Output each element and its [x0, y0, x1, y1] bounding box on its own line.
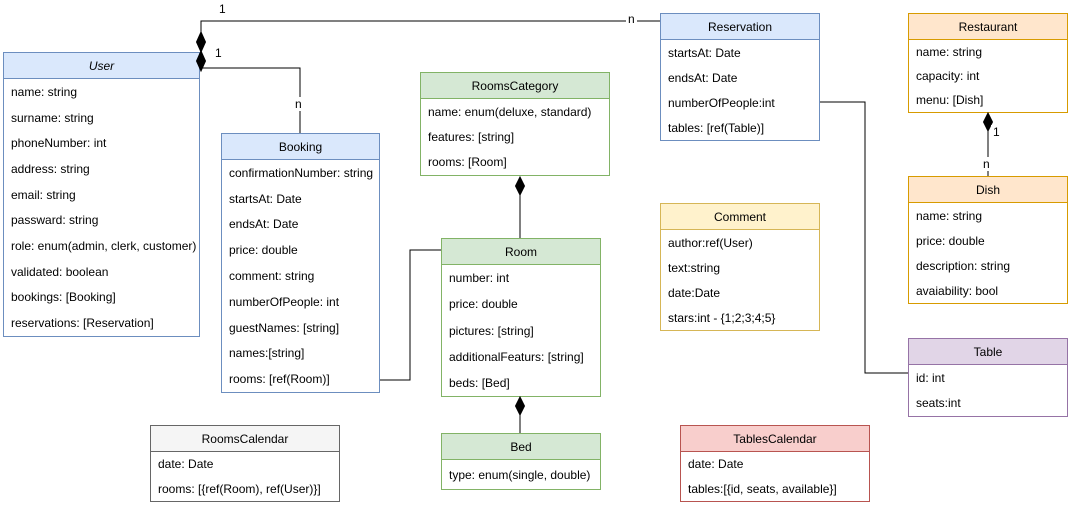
class-booking-attr[interactable]: numberOfPeople: int: [229, 294, 340, 309]
class-user-attr[interactable]: passward: string: [11, 213, 99, 228]
class-rooms-category-title[interactable]: RoomsCategory: [421, 73, 609, 99]
class-table-attr[interactable]: seats:int: [916, 396, 961, 411]
class-comment-attr[interactable]: text:string: [668, 260, 721, 275]
composition-diamond-icon: [514, 395, 526, 417]
class-reservation[interactable]: Reservation startsAt: Date endsAt: Date …: [660, 13, 820, 141]
class-bed-title[interactable]: Bed: [442, 434, 600, 460]
class-booking-attr[interactable]: startsAt: Date: [229, 191, 302, 206]
class-user[interactable]: User name: string surname: string phoneN…: [3, 52, 200, 337]
class-tables-calendar-attr[interactable]: tables:[{id, seats, available}]: [688, 481, 837, 496]
class-tables-calendar[interactable]: TablesCalendar date: Date tables:[{id, s…: [680, 425, 870, 502]
class-restaurant-title[interactable]: Restaurant: [909, 14, 1067, 40]
class-table[interactable]: Table id: int seats:int: [908, 338, 1068, 417]
class-reservation-attr[interactable]: endsAt: Date: [668, 70, 738, 85]
composition-diamond-icon: [514, 175, 526, 197]
class-user-attr[interactable]: surname: string: [11, 110, 94, 125]
class-dish-attr[interactable]: price: double: [916, 233, 985, 248]
class-restaurant-attr[interactable]: name: string: [916, 45, 983, 59]
edge-reservation-table[interactable]: [820, 101, 908, 374]
class-dish-title[interactable]: Dish: [909, 177, 1067, 203]
edge-label-user-booking-source[interactable]: 1: [213, 46, 224, 60]
class-user-attr[interactable]: role: enum(admin, clerk, customer): [11, 239, 197, 254]
edge-label-user-reservation-target[interactable]: n: [626, 12, 637, 26]
class-user-attr[interactable]: validated: boolean: [11, 264, 109, 279]
class-booking-attr[interactable]: endsAt: Date: [229, 217, 299, 232]
class-user-attr[interactable]: address: string: [11, 161, 90, 176]
class-comment-title[interactable]: Comment: [661, 204, 819, 230]
class-room-attr[interactable]: beds: [Bed]: [449, 375, 510, 390]
class-room-attr[interactable]: additionalFeaturs: [string]: [449, 349, 584, 364]
class-dish[interactable]: Dish name: string price: double descript…: [908, 176, 1068, 304]
class-rooms-calendar-title[interactable]: RoomsCalendar: [151, 426, 339, 452]
class-comment-attr[interactable]: stars:int - {1;2;3;4;5}: [668, 310, 776, 325]
class-reservation-attr[interactable]: numberOfPeople:int: [668, 95, 775, 110]
class-user-attr[interactable]: reservations: [Reservation]: [11, 316, 154, 331]
edge-booking-room[interactable]: [380, 249, 441, 381]
edge-user-reservation[interactable]: [200, 20, 660, 34]
class-user-attr[interactable]: bookings: [Booking]: [11, 290, 116, 305]
class-rooms-category[interactable]: RoomsCategory name: enum(deluxe, standar…: [420, 72, 610, 176]
class-booking-attr[interactable]: names:[string]: [229, 346, 305, 361]
class-room-attr[interactable]: price: double: [449, 297, 518, 312]
class-user-title[interactable]: User: [4, 53, 199, 79]
class-booking-attr[interactable]: comment: string: [229, 269, 315, 284]
class-room-title[interactable]: Room: [442, 239, 600, 265]
class-booking-attr[interactable]: rooms: [ref(Room)]: [229, 372, 330, 387]
class-tables-calendar-title[interactable]: TablesCalendar: [681, 426, 869, 452]
edge-label-restaurant-dish-target[interactable]: n: [981, 157, 992, 171]
class-booking-attr[interactable]: price: double: [229, 243, 298, 258]
class-restaurant-attr[interactable]: menu: [Dish]: [916, 93, 984, 107]
class-bed-attr[interactable]: type: enum(single, double): [449, 467, 591, 482]
class-user-attr[interactable]: name: string: [11, 84, 78, 99]
class-rooms-category-attr[interactable]: rooms: [Room]: [428, 155, 507, 170]
class-rooms-calendar-attr[interactable]: rooms: [{ref(Room), ref(User)}]: [158, 481, 321, 496]
class-rooms-calendar[interactable]: RoomsCalendar date: Date rooms: [{ref(Ro…: [150, 425, 340, 502]
class-bed[interactable]: Bed type: enum(single, double): [441, 433, 601, 490]
class-tables-calendar-attr[interactable]: date: Date: [688, 457, 744, 472]
class-user-attr[interactable]: email: string: [11, 187, 76, 202]
class-comment-attr[interactable]: author:ref(User): [668, 235, 753, 250]
class-table-attr[interactable]: id: int: [916, 370, 945, 385]
class-reservation-attr[interactable]: startsAt: Date: [668, 45, 741, 60]
edge-user-booking[interactable]: [201, 67, 301, 133]
class-booking-title[interactable]: Booking: [222, 134, 379, 160]
edge-label-restaurant-dish-source[interactable]: 1: [991, 125, 1002, 139]
class-user-attr[interactable]: phoneNumber: int: [11, 136, 107, 151]
class-comment[interactable]: Comment author:ref(User) text:string dat…: [660, 203, 820, 331]
class-rooms-calendar-attr[interactable]: date: Date: [158, 457, 214, 472]
class-booking[interactable]: Booking confirmationNumber: string start…: [221, 133, 380, 393]
class-reservation-title[interactable]: Reservation: [661, 14, 819, 40]
edge-label-user-reservation-source[interactable]: 1: [217, 2, 228, 16]
class-rooms-category-attr[interactable]: features: [string]: [428, 129, 515, 144]
edge-label-user-booking-target[interactable]: n: [293, 97, 304, 111]
class-table-title[interactable]: Table: [909, 339, 1067, 365]
class-reservation-attr[interactable]: tables: [ref(Table)]: [668, 120, 765, 135]
class-dish-attr[interactable]: avaiability: bool: [916, 283, 999, 298]
class-booking-attr[interactable]: guestNames: [string]: [229, 320, 340, 335]
class-comment-attr[interactable]: date:Date: [668, 285, 721, 300]
class-room-attr[interactable]: number: int: [449, 271, 510, 286]
class-rooms-category-attr[interactable]: name: enum(deluxe, standard): [428, 104, 592, 119]
class-dish-attr[interactable]: name: string: [916, 208, 983, 223]
class-room-attr[interactable]: pictures: [string]: [449, 323, 534, 338]
class-restaurant[interactable]: Restaurant name: string capacity: int me…: [908, 13, 1068, 113]
class-restaurant-attr[interactable]: capacity: int: [916, 69, 980, 83]
class-room[interactable]: Room number: int price: double pictures:…: [441, 238, 601, 397]
class-booking-attr[interactable]: confirmationNumber: string: [229, 165, 374, 180]
composition-diamond-icon: [195, 30, 207, 54]
class-dish-attr[interactable]: description: string: [916, 258, 1011, 273]
